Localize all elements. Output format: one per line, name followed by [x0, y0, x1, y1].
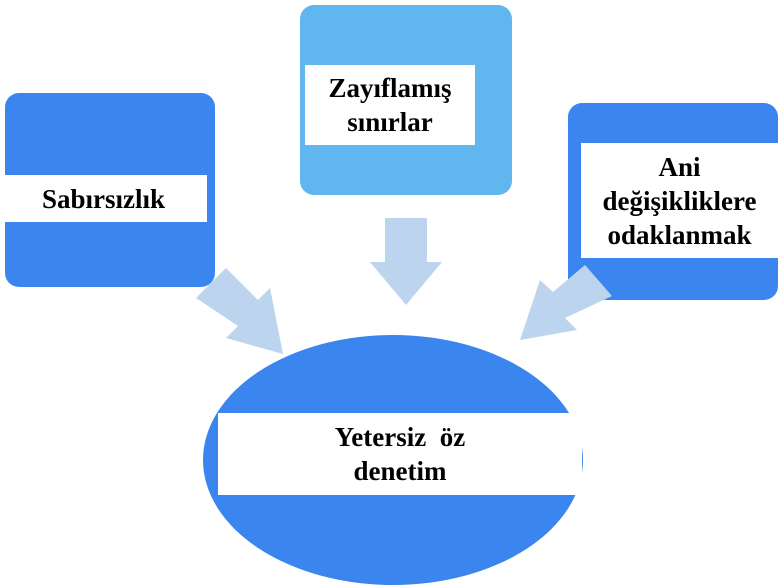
right-arrow: [520, 265, 612, 340]
center-label: Yetersiz öz denetim: [218, 413, 582, 495]
right-box-label: Ani değişikliklere odaklanmak: [581, 143, 778, 258]
left-box-label: Sabırsızlık: [0, 175, 207, 222]
top-arrow: [370, 218, 442, 305]
top-box-label: Zayıflamış sınırlar: [305, 65, 475, 145]
left-arrow: [196, 268, 283, 354]
